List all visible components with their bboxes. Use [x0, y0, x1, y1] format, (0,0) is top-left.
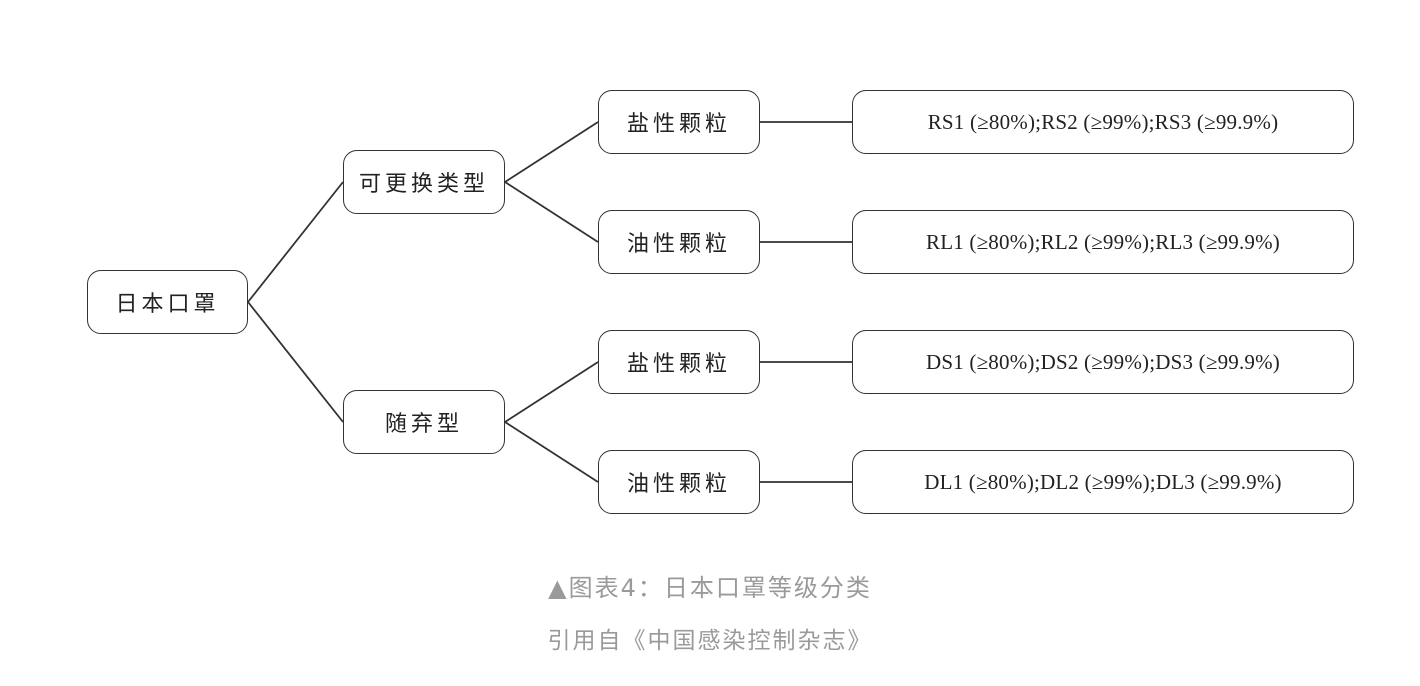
grade-node-dl: DL1 (≥80%);DL2 (≥99%);DL3 (≥99.9%) [852, 450, 1354, 514]
figure-source: 引用自《中国感染控制杂志》 [547, 628, 873, 654]
particle-node-salt-disposable: 盐性颗粒 [598, 330, 760, 394]
figure-caption: ▲图表4：日本口罩等级分类 [548, 574, 872, 602]
type-node-disposable: 随弃型 [343, 390, 505, 454]
grade-node-rl: RL1 (≥80%);RL2 (≥99%);RL3 (≥99.9%) [852, 210, 1354, 274]
connector-root-to-type-2 [247, 301, 344, 423]
connector-type2-to-oil [504, 421, 599, 483]
connector-type2-to-salt [504, 361, 599, 423]
particle-node-oil-replaceable: 油性颗粒 [598, 210, 760, 274]
connector-root-to-type-1 [247, 181, 344, 303]
connector-type1-to-oil [504, 181, 599, 243]
particle-node-salt-replaceable: 盐性颗粒 [598, 90, 760, 154]
particle-node-oil-disposable: 油性颗粒 [598, 450, 760, 514]
grade-node-ds: DS1 (≥80%);DS2 (≥99%);DS3 (≥99.9%) [852, 330, 1354, 394]
grade-node-rs: RS1 (≥80%);RS2 (≥99%);RS3 (≥99.9%) [852, 90, 1354, 154]
type-node-replaceable: 可更换类型 [343, 150, 505, 214]
root-node: 日本口罩 [87, 270, 248, 334]
connector-type1-to-salt [504, 121, 599, 183]
